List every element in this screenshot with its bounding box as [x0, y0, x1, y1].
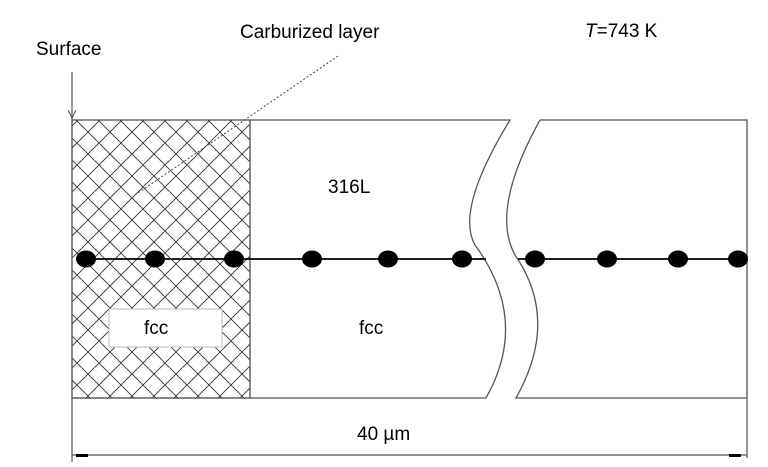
phase-bulk-label: fcc: [359, 318, 384, 339]
dimension-tick-right: [729, 454, 741, 457]
grid-node-7: [525, 250, 545, 268]
carburized-layer-label: Carburized layer: [240, 22, 380, 43]
dimension-tick-left: [76, 454, 88, 457]
dimension-label: 40 µm: [357, 424, 411, 445]
temperature-symbol: T: [585, 21, 597, 42]
grid-node-5: [378, 250, 398, 268]
carburized-leader-line: [134, 55, 339, 196]
grid-node-8: [597, 250, 617, 268]
grid-node-2: [145, 250, 165, 268]
grid-node-3: [224, 250, 244, 268]
phase-layer-label: fcc: [144, 318, 169, 339]
grid-node-9: [668, 250, 688, 268]
grid-node-4: [302, 250, 322, 268]
temperature-value: =743 K: [596, 21, 658, 42]
fcc-layer-label-box: [108, 308, 223, 348]
grid-node-1: [76, 250, 96, 268]
temperature-label: T=743 K: [585, 22, 657, 41]
surface-arrow-icon: [67, 109, 77, 120]
specimen-outline-right: [506, 119, 748, 399]
surface-label: Surface: [36, 39, 102, 60]
grid-node-6: [452, 250, 472, 268]
material-label: 316L: [328, 177, 371, 198]
grid-node-10: [728, 250, 748, 268]
specimen-outline-left: [72, 119, 512, 399]
